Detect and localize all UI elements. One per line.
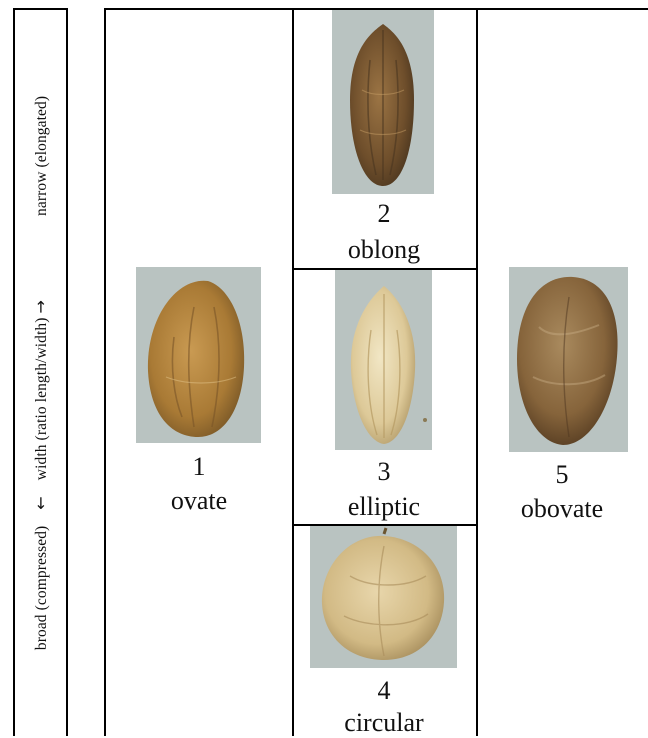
axis-width-ratio-label: width (ratio length/width)	[33, 317, 50, 480]
seed-name-elliptic: elliptic	[292, 492, 476, 522]
axis-narrow-label: narrow (elongated)	[33, 96, 50, 216]
seed-photo-circular	[310, 526, 457, 668]
seed-photo-ovate	[136, 267, 261, 443]
axis-box: broad (compressed) ← width (ratio length…	[13, 8, 68, 736]
column-divider	[476, 10, 478, 736]
seed-number-1: 1	[106, 452, 292, 482]
seed-photo-elliptic	[335, 270, 432, 450]
seed-name-ovate: ovate	[106, 486, 292, 516]
right-arrow-icon: →	[31, 300, 50, 314]
axis-broad-label: broad (compressed)	[33, 526, 50, 650]
width-axis-label: broad (compressed) ← width (ratio length…	[31, 96, 51, 650]
seed-photo-oblong	[332, 10, 434, 194]
seed-number-5: 5	[476, 460, 648, 490]
seed-number-3: 3	[292, 457, 476, 487]
seed-name-oblong: oblong	[292, 235, 476, 265]
column-divider	[292, 10, 294, 736]
seed-number-2: 2	[292, 199, 476, 229]
seed-photo-obovate	[509, 267, 628, 452]
seed-name-circular: circular	[292, 708, 476, 738]
seed-number-4: 4	[292, 676, 476, 706]
left-arrow-icon: ←	[31, 496, 50, 510]
seed-name-obovate: obovate	[476, 494, 648, 524]
